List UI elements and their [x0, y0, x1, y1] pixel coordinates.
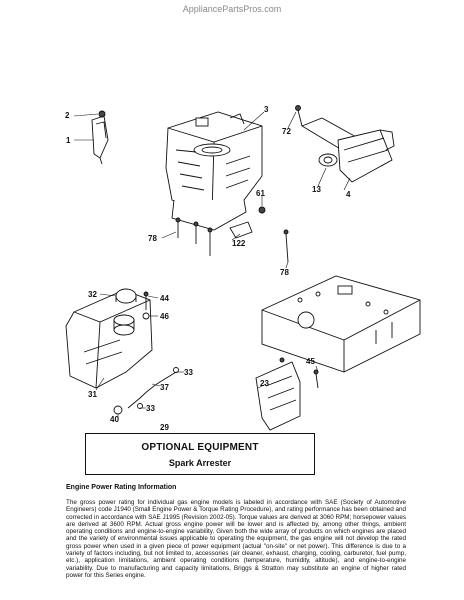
fuel-line [113, 291, 179, 415]
callout-31: 31 [88, 390, 97, 399]
callout-3: 3 [264, 105, 269, 114]
callout-4: 4 [346, 190, 351, 199]
callout-72: 72 [282, 127, 291, 136]
callout-40: 40 [110, 415, 119, 424]
spark-arrester-label: Spark Arrester [168, 458, 232, 468]
callout-45: 45 [306, 357, 315, 366]
callout-78-right: 78 [280, 268, 289, 277]
callout-61: 61 [256, 189, 265, 198]
callout-23: 23 [260, 379, 269, 388]
optional-equipment-title: OPTIONAL EQUIPMENT [141, 442, 259, 453]
callout-29: 29 [160, 423, 169, 432]
callout-122: 122 [232, 239, 246, 248]
leader-lines [73, 111, 351, 418]
callout-33-bottom: 33 [146, 404, 155, 413]
optional-equipment-box: OPTIONAL EQUIPMENT Spark Arrester [85, 433, 315, 475]
callout-32: 32 [88, 290, 97, 299]
callout-46: 46 [160, 312, 169, 321]
rating-body: The gross power rating for individual ga… [66, 499, 406, 579]
watermark: AppliancePartsPros.com [182, 4, 282, 14]
callouts: 2 1 3 72 4 13 61 78 122 78 32 44 46 45 3… [65, 105, 351, 432]
muffler [295, 105, 395, 183]
callout-78-left: 78 [148, 234, 157, 243]
throttle-control [91, 110, 109, 165]
frame [261, 275, 421, 373]
callout-33-top: 33 [184, 368, 193, 377]
rating-heading: Engine Power Rating Information [66, 484, 177, 491]
engine-fasteners [175, 206, 289, 263]
callout-44: 44 [160, 294, 169, 303]
callout-2: 2 [65, 111, 70, 120]
fuel-tank [65, 288, 153, 389]
engine [165, 111, 263, 231]
callout-1: 1 [66, 136, 71, 145]
callout-13: 13 [312, 185, 321, 194]
callout-37: 37 [160, 383, 169, 392]
heat-shield [255, 357, 319, 431]
